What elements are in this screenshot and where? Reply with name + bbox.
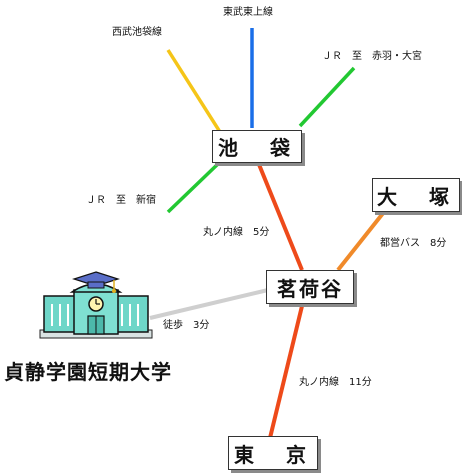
walk-route	[149, 288, 269, 320]
jr-shinjuku-label: ＪＲ 至 新宿	[86, 195, 156, 206]
jr-akabane-line	[298, 66, 356, 128]
tobu-tojo-label: 東武東上線	[223, 7, 273, 18]
walk-label: 徒歩 3分	[163, 320, 210, 331]
seibu-ikebukuro-label: 西武池袋線	[112, 27, 162, 38]
jr-akabane-label: ＪＲ 至 赤羽・大宮	[322, 51, 422, 62]
marunouchi-ikebukuro-label: 丸ノ内線 5分	[203, 227, 270, 238]
station-otsuka: 大 塚	[372, 178, 460, 212]
station-ikebukuro: 池 袋	[212, 130, 302, 163]
toei-bus-label: 都営バス 8分	[380, 238, 447, 249]
station-tokyo: 東 京	[228, 436, 318, 470]
station-ikebukuro-label: 池 袋	[218, 136, 296, 160]
marunouchi-line-south	[268, 305, 304, 439]
seibu-ikebukuro-line	[166, 49, 222, 133]
college-name: 貞静学園短期大学	[4, 360, 172, 384]
marunouchi-line-north	[256, 161, 304, 271]
toei-bus-line	[336, 210, 386, 272]
station-myogadani-label: 茗荷谷	[277, 276, 343, 301]
station-myogadani: 茗荷谷	[266, 270, 354, 304]
station-tokyo-label: 東 京	[234, 442, 312, 467]
school-building-icon	[39, 271, 153, 339]
jr-shinjuku-line	[166, 160, 222, 214]
station-otsuka-label: 大 塚	[377, 184, 455, 209]
marunouchi-tokyo-label: 丸ノ内線 11分	[299, 377, 372, 388]
